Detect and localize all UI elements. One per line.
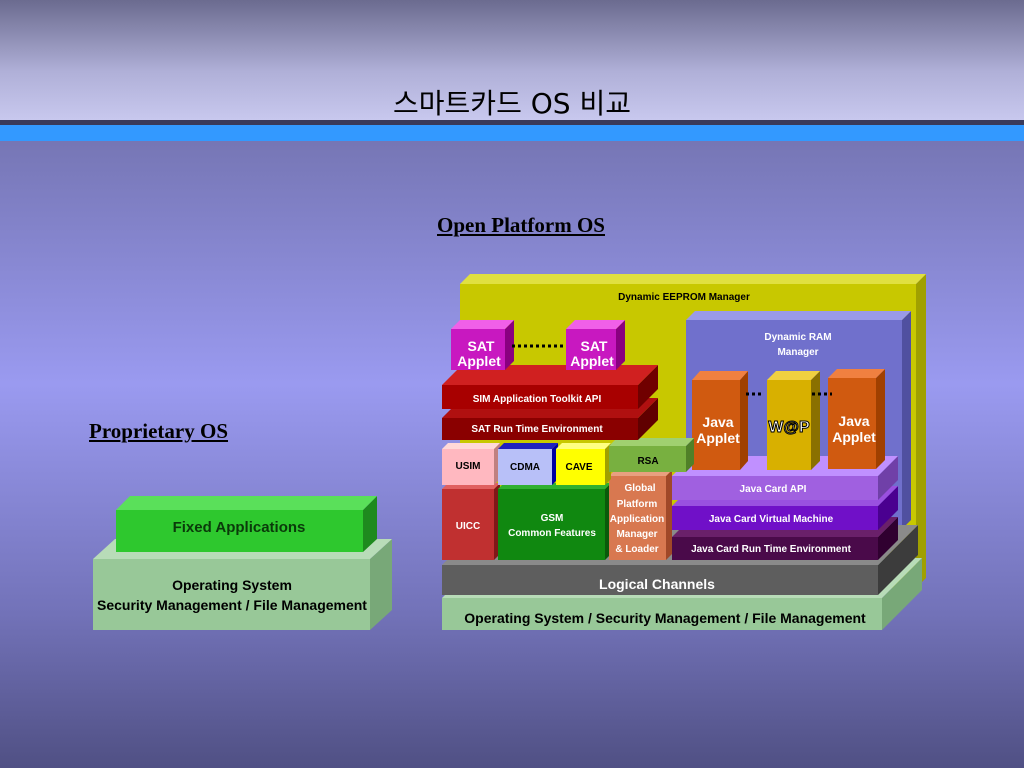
java-applet-left: Java Applet — [692, 371, 748, 470]
header-accent-bar — [0, 125, 1024, 141]
header-band — [0, 0, 1024, 120]
java-applet-right-line1: Java — [838, 413, 869, 429]
proprietary-os-line2: Security Management / File Management — [97, 597, 367, 613]
cave-block: CAVE — [556, 443, 611, 485]
java-runtime-label: Java Card Run Time Environment — [691, 544, 852, 555]
gp-line4: Manager — [616, 529, 657, 540]
cdma-block: CDMA — [498, 443, 558, 485]
slide-title: 스마트카드 OS 비교 — [393, 87, 631, 120]
usim-block: USIM — [442, 443, 500, 485]
java-vm-label: Java Card Virtual Machine — [709, 514, 834, 525]
gp-line1: Global — [624, 483, 655, 494]
wap-applet: W@P — [767, 371, 820, 470]
java-applet-right-line2: Applet — [832, 429, 876, 445]
java-card-api-label: Java Card API — [740, 484, 807, 495]
ram-manager-line2: Manager — [777, 347, 818, 358]
logical-channels-label: Logical Channels — [599, 576, 715, 592]
cdma-label: CDMA — [510, 462, 540, 473]
fixed-applications-label: Fixed Applications — [173, 519, 306, 536]
proprietary-os-line1: Operating System — [172, 577, 292, 593]
open-platform-heading: Open Platform OS — [437, 213, 605, 237]
gp-line2: Platform — [617, 499, 658, 510]
cave-label: CAVE — [565, 462, 592, 473]
gp-line3: Application — [610, 514, 664, 525]
sat-applet-right: SAT Applet — [566, 320, 625, 370]
wap-label: W@P — [768, 419, 810, 436]
sim-toolkit-label: SIM Application Toolkit API — [473, 394, 602, 405]
gsm-line2: Common Features — [508, 528, 596, 539]
java-card-api-block: Java Card API — [672, 456, 898, 500]
java-applet-left-line1: Java — [702, 414, 733, 430]
rsa-label: RSA — [637, 456, 658, 467]
ram-manager-line1: Dynamic RAM — [764, 332, 831, 343]
fixed-applications-block: Fixed Applications — [116, 496, 377, 552]
global-platform-block: Global Platform Application Manager & Lo… — [609, 470, 672, 560]
gp-line5: & Loader — [615, 544, 658, 555]
gsm-line1: GSM — [541, 513, 564, 524]
usim-label: USIM — [456, 461, 481, 472]
uicc-label: UICC — [456, 521, 480, 532]
sat-applet-left-line2: Applet — [457, 353, 501, 369]
sat-applet-left-line1: SAT — [468, 338, 495, 354]
sat-applet-right-line1: SAT — [581, 338, 608, 354]
header-divider — [0, 120, 1024, 125]
java-applet-right: Java Applet — [828, 369, 885, 469]
eeprom-manager-label: Dynamic EEPROM Manager — [618, 292, 750, 303]
sat-applet-left: SAT Applet — [451, 320, 514, 370]
open-os-bar-label: Operating System / Security Management /… — [464, 610, 866, 626]
sim-toolkit-block: SIM Application Toolkit API — [442, 365, 658, 409]
proprietary-heading: Proprietary OS — [89, 419, 229, 443]
rsa-block: RSA — [609, 438, 694, 472]
gsm-block: GSM Common Features — [498, 483, 611, 560]
uicc-block: UICC — [442, 483, 500, 560]
proprietary-os-block: Operating System Security Management / F… — [93, 539, 392, 630]
sat-runtime-label: SAT Run Time Environment — [471, 424, 603, 435]
sat-applet-right-line2: Applet — [570, 353, 614, 369]
java-applet-left-line2: Applet — [696, 430, 740, 446]
